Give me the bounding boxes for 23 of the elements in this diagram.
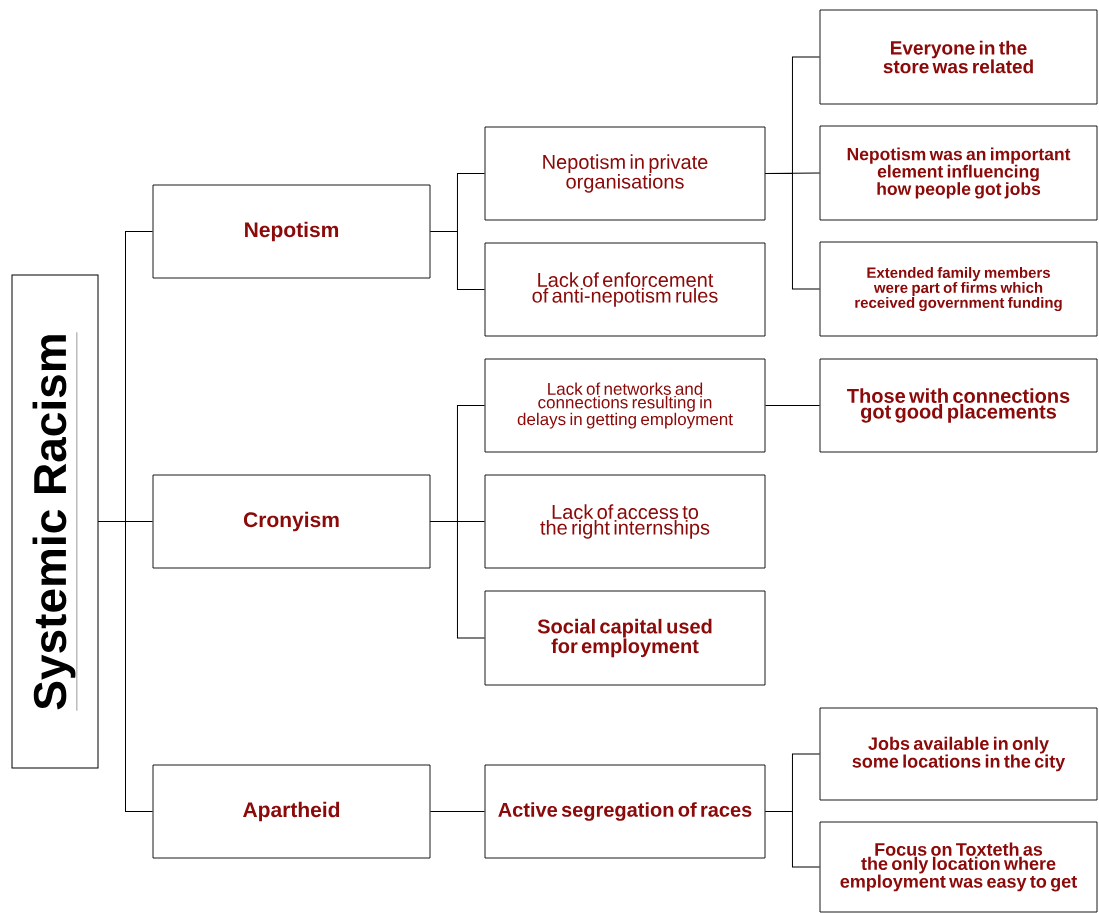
category-box: Nepotism	[152, 184, 431, 279]
cause-box: Lack of enforcement of anti-nepotism rules	[484, 242, 766, 337]
cause-box: Nepotism in private organisations	[484, 126, 766, 221]
cause-box: Active segregation of races	[484, 764, 766, 859]
connector	[764, 811, 821, 868]
category-box: Apartheid	[152, 764, 431, 859]
evidence-box: Those with connections got good placements	[819, 358, 1098, 453]
connector	[764, 405, 821, 406]
connector	[429, 521, 486, 639]
category-box: Cronyism	[152, 474, 431, 569]
evidence-box: Extended family members were part of firms which received government funding	[819, 241, 1098, 337]
connector	[429, 811, 486, 812]
cause-box: Social capital used for employment	[484, 590, 766, 686]
connector	[98, 521, 154, 812]
evidence-box: Everyone in the store was related	[819, 9, 1098, 105]
cause-box: Lack of networks and connections resulting in delays in getting employment	[484, 358, 766, 453]
title-box: Systemic Racism	[11, 274, 99, 769]
evidence-box: Jobs available in only some locations in the city	[819, 707, 1098, 801]
evidence-box: Nepotism was an important element influencing how people got jobs	[819, 125, 1098, 221]
connector	[429, 231, 486, 290]
evidence-box: Focus on Toxteth as the only location where employment was easy to get	[819, 821, 1098, 913]
connector	[764, 173, 821, 290]
cause-box: Lack of access to the right internships	[484, 474, 766, 569]
